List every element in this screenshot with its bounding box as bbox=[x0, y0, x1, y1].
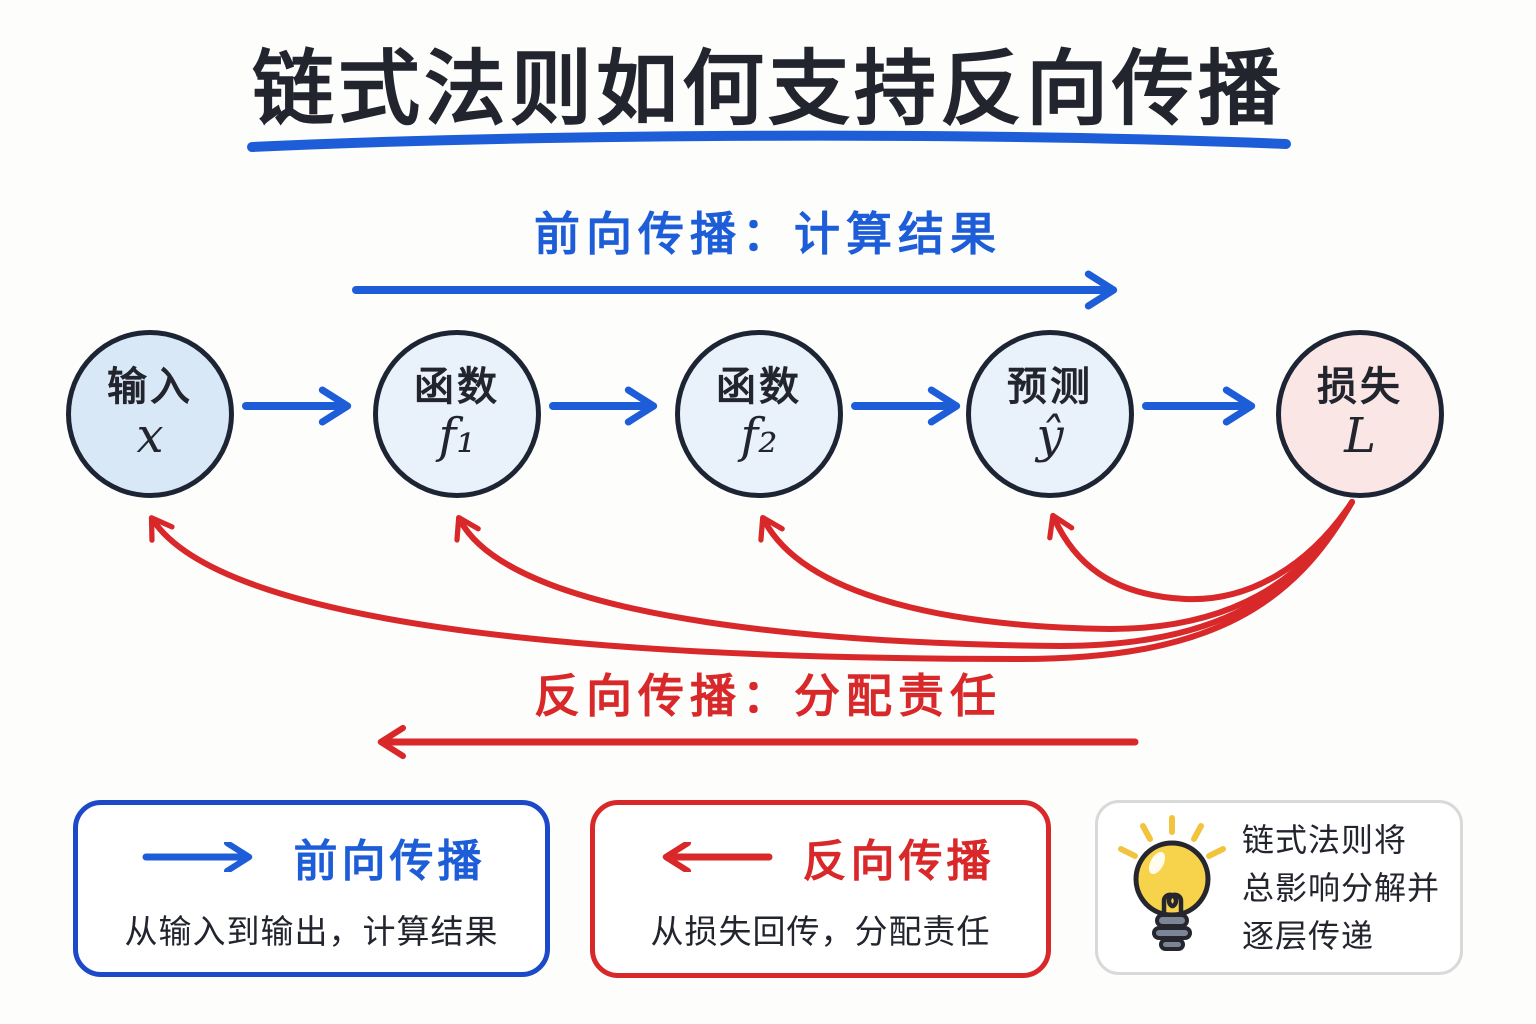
node-function-1-label: 函数 bbox=[414, 364, 500, 411]
backward-flow-label: 反向传播：分配责任 bbox=[534, 669, 1002, 723]
legend-forward-desc: 从输入到输出，计算结果 bbox=[124, 911, 499, 951]
back-arrow-loss-to-f1 bbox=[454, 499, 1355, 650]
legend-forward-box: 前向传播 从输入到输出，计算结果 bbox=[73, 800, 550, 977]
legend-backward-box: 反向传播 从损失回传，分配责任 bbox=[590, 800, 1051, 978]
node-function-2: 函数 f₂ bbox=[675, 330, 843, 498]
back-arrow-loss-to-input bbox=[148, 499, 1355, 663]
node-input-label: 输入 bbox=[107, 364, 193, 411]
tip-line-2: 总影响分解并 bbox=[1242, 868, 1441, 907]
page-title: 链式法则如何支持反向传播 bbox=[251, 42, 1284, 137]
forward-arrow-icon bbox=[142, 841, 252, 872]
forward-flow-label: 前向传播：计算结果 bbox=[534, 207, 1002, 261]
node-input: 输入 x bbox=[66, 330, 234, 498]
node-prediction: 预测 ŷ bbox=[966, 330, 1134, 498]
node-loss-label: 损失 bbox=[1317, 364, 1403, 411]
node-loss-symbol: L bbox=[1344, 408, 1376, 465]
lightbulb-icon bbox=[1118, 814, 1226, 951]
node-prediction-label: 预测 bbox=[1007, 364, 1093, 411]
node-prediction-symbol: ŷ bbox=[1036, 408, 1064, 465]
tip-line-3: 逐层传递 bbox=[1242, 916, 1375, 955]
node-loss: 损失 L bbox=[1276, 330, 1444, 498]
title-underline bbox=[247, 130, 1291, 152]
tip-text: 链式法则将 总影响分解并 逐层传递 bbox=[1242, 816, 1440, 960]
node-function-2-label: 函数 bbox=[716, 364, 802, 411]
node-function-1-symbol: f₁ bbox=[438, 408, 476, 465]
node-function-2-symbol: f₂ bbox=[740, 408, 778, 465]
node-function-1: 函数 f₁ bbox=[373, 330, 541, 498]
legend-forward-title: 前向传播 bbox=[293, 835, 486, 887]
tip-line-1: 链式法则将 bbox=[1242, 820, 1408, 859]
node-input-symbol: x bbox=[136, 408, 164, 465]
back-arrow-loss-to-prediction bbox=[1047, 499, 1355, 603]
tip-box: 链式法则将 总影响分解并 逐层传递 bbox=[1095, 800, 1463, 975]
backward-arrow-icon bbox=[662, 842, 772, 872]
legend-backward-desc: 从损失回传，分配责任 bbox=[650, 912, 991, 951]
legend-backward-title: 反向传播 bbox=[802, 836, 995, 887]
